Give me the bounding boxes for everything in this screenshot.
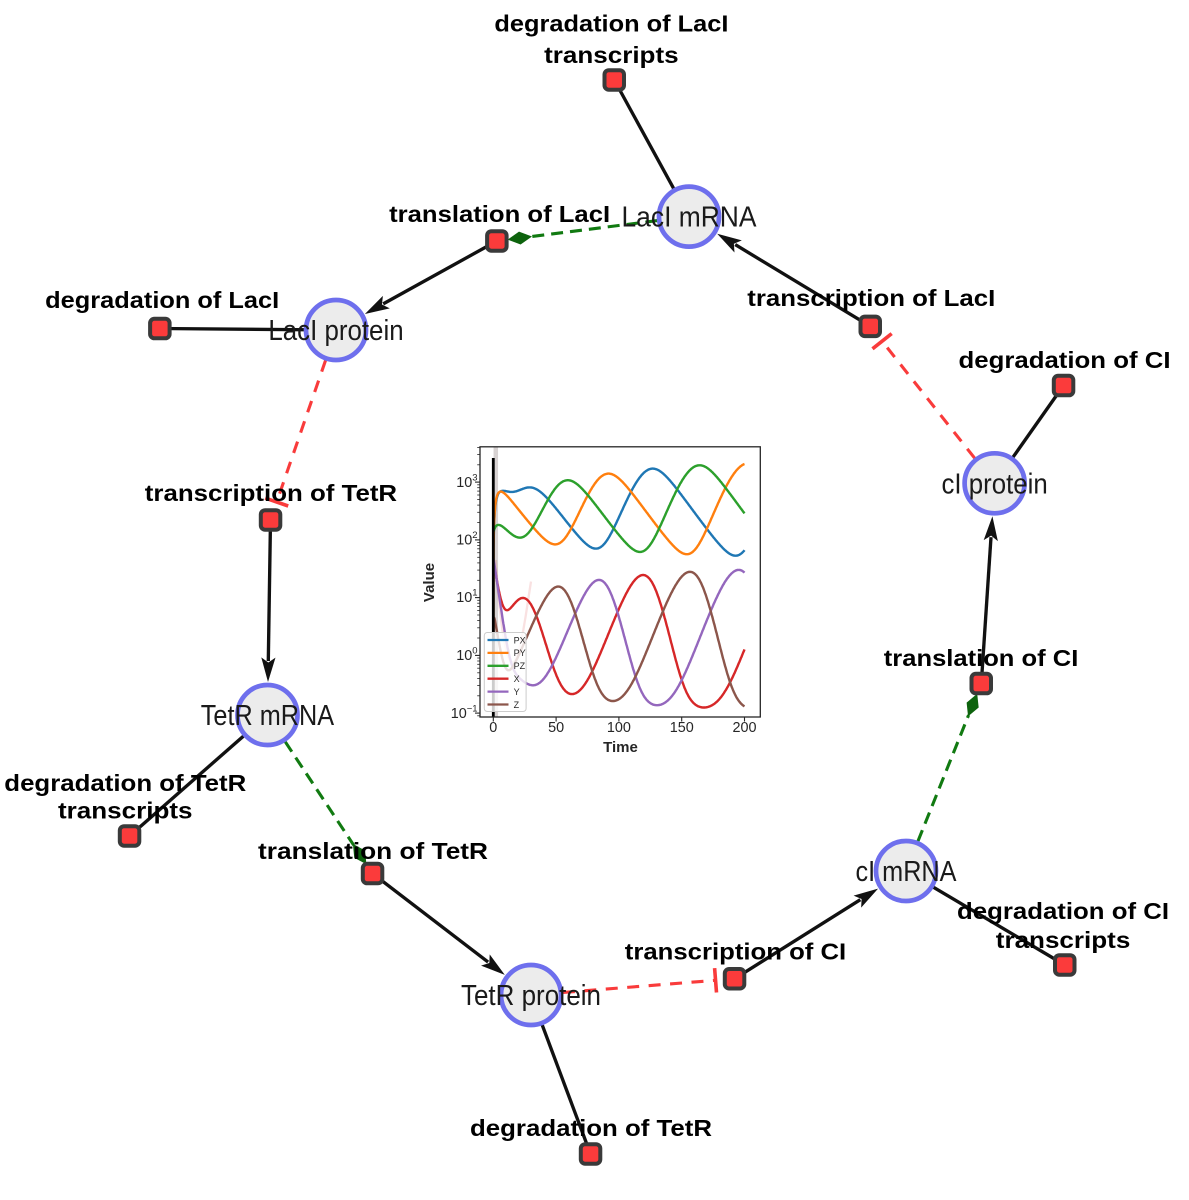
svg-text:cI mRNA: cI mRNA: [856, 856, 958, 888]
svg-text:TetR mRNA: TetR mRNA: [201, 700, 335, 732]
svg-text:transcription of LacI: transcription of LacI: [747, 285, 995, 311]
svg-text:degradation of LacI: degradation of LacI: [494, 11, 728, 37]
svg-text:TetR protein: TetR protein: [461, 980, 601, 1012]
svg-text:150: 150: [670, 720, 694, 736]
svg-text:cI protein: cI protein: [942, 468, 1048, 500]
svg-text:102: 102: [456, 530, 477, 549]
svg-text:translation of CI: translation of CI: [884, 645, 1079, 671]
svg-text:transcription of TetR: transcription of TetR: [145, 480, 397, 506]
svg-text:Value: Value: [421, 563, 438, 602]
svg-text:transcripts: transcripts: [996, 927, 1131, 953]
svg-text:degradation of LacI: degradation of LacI: [45, 287, 279, 313]
svg-text:degradation of TetR: degradation of TetR: [4, 770, 246, 796]
svg-text:transcripts: transcripts: [58, 798, 193, 824]
svg-text:X: X: [514, 674, 520, 684]
svg-text:degradation of CI: degradation of CI: [959, 347, 1171, 373]
svg-text:101: 101: [456, 588, 477, 607]
svg-text:degradation of CI: degradation of CI: [957, 898, 1169, 924]
svg-text:transcription of CI: transcription of CI: [625, 939, 846, 965]
svg-text:PZ: PZ: [514, 661, 526, 671]
svg-text:translation of TetR: translation of TetR: [258, 838, 488, 864]
svg-text:100: 100: [456, 646, 477, 665]
svg-text:200: 200: [732, 720, 756, 736]
svg-text:degradation of TetR: degradation of TetR: [470, 1115, 712, 1141]
svg-text:0: 0: [489, 720, 497, 736]
svg-text:PY: PY: [514, 648, 526, 658]
svg-text:Y: Y: [514, 687, 520, 697]
svg-text:50: 50: [548, 720, 564, 736]
svg-text:103: 103: [456, 472, 477, 491]
svg-text:Z: Z: [514, 700, 520, 710]
svg-text:Time: Time: [603, 739, 638, 756]
svg-text:LacI mRNA: LacI mRNA: [622, 202, 758, 234]
svg-text:PX: PX: [514, 635, 526, 645]
svg-text:transcripts: transcripts: [544, 42, 679, 68]
svg-text:translation of LacI: translation of LacI: [389, 201, 610, 227]
svg-text:LacI protein: LacI protein: [268, 315, 403, 347]
svg-text:100: 100: [607, 720, 631, 736]
